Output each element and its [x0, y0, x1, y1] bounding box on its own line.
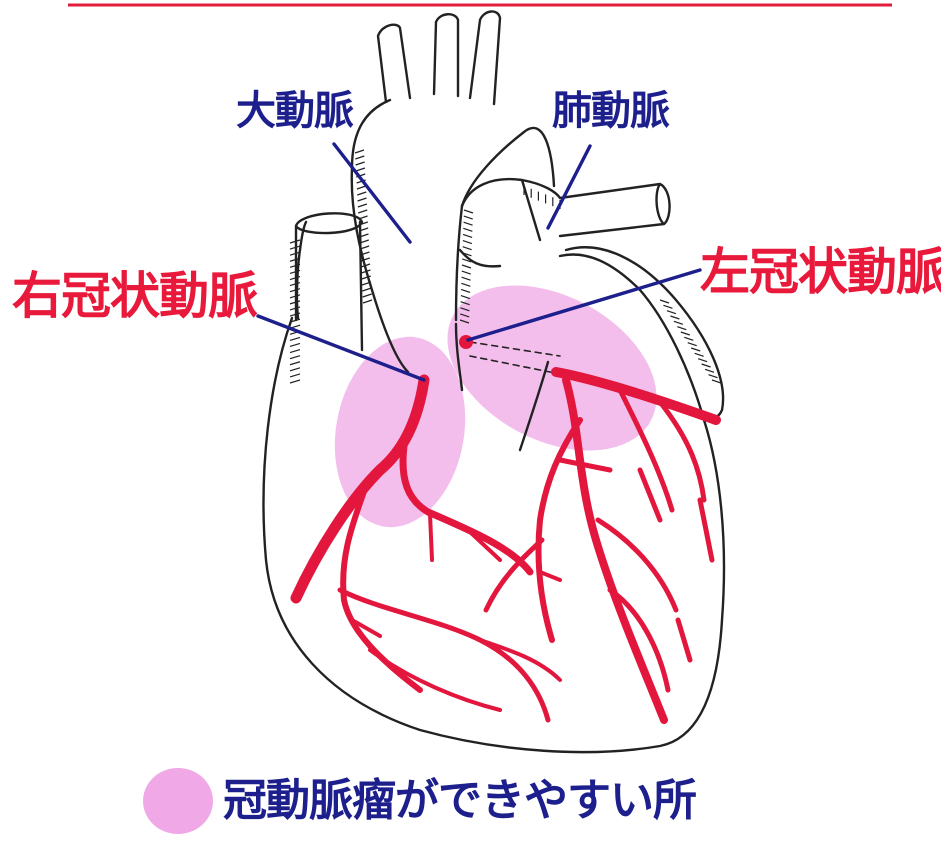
- pulmonary-artery-label: 肺動脈: [552, 78, 669, 136]
- right-coronary-artery-label: 右冠状動脈: [12, 256, 257, 328]
- hatch-mark: [355, 156, 364, 159]
- hatch-mark: [663, 305, 672, 308]
- hatch-mark: [681, 332, 690, 335]
- hatch-mark: [363, 300, 372, 303]
- legend-swatch: [143, 768, 213, 834]
- hatch-mark: [705, 369, 714, 372]
- hatch-mark: [290, 343, 300, 346]
- hatch-mark: [463, 247, 472, 250]
- hatch-mark: [356, 168, 365, 171]
- hatch-mark: [357, 186, 366, 189]
- aorta-label: 大動脈: [236, 78, 353, 136]
- hatch-mark: [290, 374, 300, 377]
- hatch-mark: [355, 150, 364, 153]
- hatch-mark: [698, 359, 707, 362]
- hatch-mark: [702, 364, 711, 367]
- legend-text: 冠動脈瘤ができやすい所: [223, 764, 696, 828]
- hatch-mark: [290, 368, 300, 371]
- arch-branches-outline: [378, 11, 500, 104]
- hatch-mark: [670, 316, 679, 319]
- hatch-mark: [464, 222, 473, 225]
- hatch-mark: [463, 228, 472, 231]
- hatch-mark: [667, 311, 676, 314]
- hatch-mark: [463, 234, 472, 237]
- hatch-mark: [358, 210, 367, 213]
- lca-branch-1: [539, 420, 581, 640]
- hatch-mark: [695, 353, 704, 356]
- hatch-mark: [290, 362, 300, 365]
- hatch-mark: [677, 327, 686, 330]
- hatch-mark: [362, 288, 371, 291]
- hatch-mark: [464, 210, 473, 213]
- hatch-mark: [461, 296, 470, 299]
- hatch-mark: [462, 271, 471, 274]
- vena-cava-outline: [296, 213, 362, 350]
- hatch-mark: [290, 337, 300, 340]
- hatch-mark: [356, 162, 365, 165]
- hatch-mark: [684, 337, 693, 340]
- left-coronary-origin: [459, 335, 473, 349]
- right-atrium-outline: [297, 222, 306, 318]
- hatch-mark: [357, 192, 366, 195]
- hatch-mark: [461, 283, 470, 286]
- hatch-mark: [462, 265, 471, 268]
- aorta-pointer: [334, 144, 410, 242]
- hatch-mark: [290, 380, 300, 383]
- hatch-mark: [358, 204, 367, 207]
- hatch-mark: [688, 343, 697, 346]
- hatch-mark: [464, 216, 473, 219]
- hatch-mark: [674, 321, 683, 324]
- hatch-mark: [462, 277, 471, 280]
- hatch-mark: [359, 216, 368, 219]
- hatch-mark: [358, 198, 367, 201]
- hatch-mark: [363, 294, 372, 297]
- hatch-mark: [461, 289, 470, 292]
- hatch-mark: [709, 375, 718, 378]
- hatch-mark: [691, 348, 700, 351]
- hatch-mark: [290, 350, 300, 353]
- hatch-mark: [660, 300, 669, 303]
- hatch-mark: [290, 356, 300, 359]
- hatch-mark: [463, 241, 472, 244]
- left-coronary-artery-label: 左冠状動脈: [700, 232, 941, 304]
